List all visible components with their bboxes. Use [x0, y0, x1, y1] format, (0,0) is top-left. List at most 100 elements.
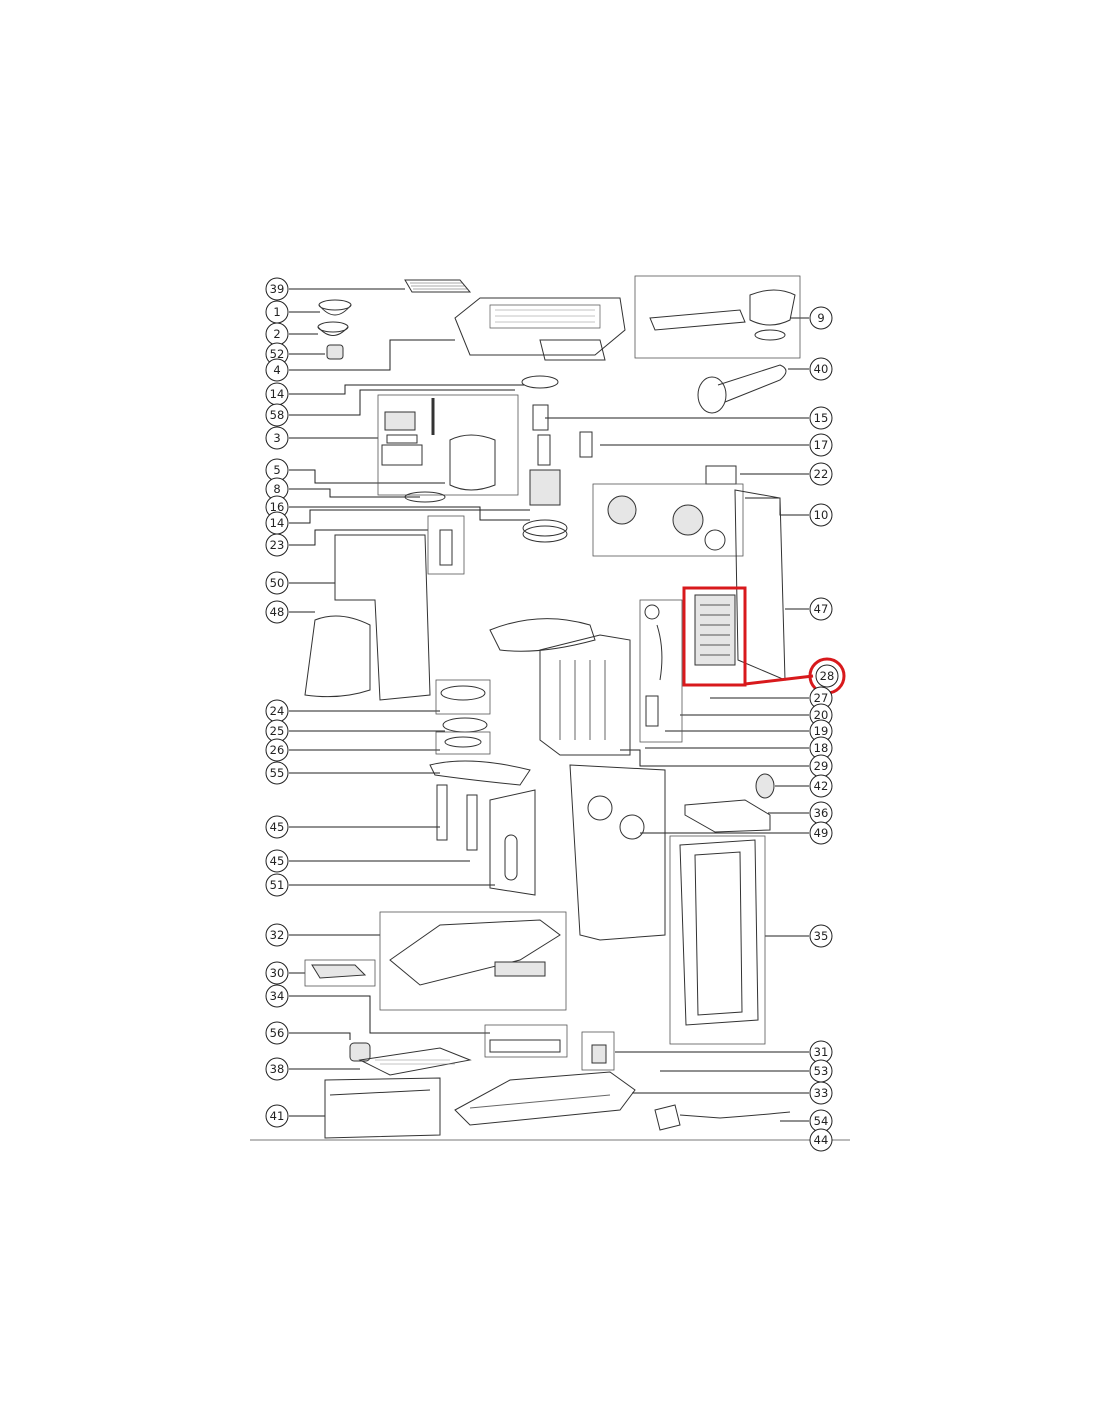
- part-4-top-cover: [454, 297, 626, 361]
- svg-text:3: 3: [273, 431, 280, 445]
- callout-25: 25: [265, 719, 289, 743]
- part-1-filter-basket: [318, 299, 352, 316]
- callout-49: 49: [809, 821, 833, 845]
- callout-16: 16: [265, 495, 289, 519]
- svg-text:23: 23: [270, 538, 285, 552]
- svg-text:28: 28: [820, 669, 835, 683]
- group-box-32: [379, 911, 567, 1011]
- callouts-right: 9 40 15 17 22 10 47 28 27 20 19 18 29 42…: [809, 306, 839, 1152]
- part-15-16-pump: [529, 404, 561, 506]
- callout-26: 26: [265, 738, 289, 762]
- svg-text:45: 45: [270, 854, 285, 868]
- svg-text:22: 22: [814, 467, 829, 481]
- callout-14: 14: [265, 382, 289, 406]
- part-14-ring: [521, 375, 568, 543]
- svg-text:19: 19: [814, 724, 829, 738]
- part-35-water-tank: [679, 839, 759, 1026]
- svg-text:5: 5: [273, 463, 280, 477]
- svg-text:9: 9: [817, 311, 824, 325]
- svg-text:58: 58: [270, 408, 285, 422]
- svg-text:24: 24: [270, 704, 285, 718]
- part-56-knob: [349, 1042, 371, 1062]
- part-3-valve-assembly: [381, 411, 423, 466]
- svg-text:32: 32: [270, 928, 285, 942]
- part-23-thermostat: [439, 529, 453, 566]
- svg-text:54: 54: [814, 1114, 829, 1128]
- callout-18: 18: [809, 736, 833, 760]
- svg-text:16: 16: [270, 500, 285, 514]
- part-17-switch: [579, 431, 593, 458]
- part-39-drip-grid: [404, 279, 472, 293]
- group-box-23: [427, 515, 465, 575]
- part-10-rotary-valve: [607, 495, 726, 551]
- callout-4: 4: [265, 358, 289, 382]
- part-40-tamper: [697, 364, 787, 414]
- callouts-left: 39 1 2 52 4 14 58 3 5 8 16 14 23 50 48 2…: [265, 277, 289, 1128]
- callout-47: 47: [809, 597, 833, 621]
- svg-text:48: 48: [270, 605, 285, 619]
- group-box-35: [669, 835, 766, 1045]
- callout-54: 54: [809, 1109, 833, 1133]
- part-32-base: [389, 919, 561, 986]
- svg-text:53: 53: [814, 1064, 829, 1078]
- svg-text:56: 56: [270, 1026, 285, 1040]
- callout-15: 15: [809, 406, 833, 430]
- svg-text:33: 33: [814, 1086, 829, 1100]
- callout-45: 45: [265, 815, 289, 839]
- part-52-adapter: [326, 344, 344, 360]
- callout-9: 9: [809, 306, 833, 330]
- part-41-drip-tray: [324, 1077, 441, 1139]
- callout-19: 19: [809, 719, 833, 743]
- svg-text:34: 34: [270, 989, 285, 1003]
- svg-text:36: 36: [814, 806, 829, 820]
- svg-text:4: 4: [273, 363, 280, 377]
- callout-50: 50: [265, 571, 289, 595]
- callout-45b: 45: [265, 849, 289, 873]
- svg-text:52: 52: [270, 347, 285, 361]
- svg-text:44: 44: [814, 1133, 829, 1147]
- svg-text:39: 39: [270, 282, 285, 296]
- callout-36: 36: [809, 801, 833, 825]
- callout-52: 52: [265, 342, 289, 366]
- part-45-tubes: [436, 784, 478, 851]
- callout-3: 3: [265, 426, 289, 450]
- callout-2: 2: [265, 322, 289, 346]
- part-31-valve: [591, 1044, 607, 1064]
- part-47-back-panel: [734, 489, 786, 681]
- svg-text:8: 8: [273, 482, 280, 496]
- callout-55: 55: [265, 761, 289, 785]
- callout-40: 40: [809, 357, 833, 381]
- svg-text:55: 55: [270, 766, 285, 780]
- svg-text:14: 14: [270, 516, 285, 530]
- part-54-power-cord: [654, 1104, 791, 1131]
- part-5-boiler: [431, 398, 496, 491]
- svg-text:20: 20: [814, 708, 829, 722]
- group-box-30: [304, 959, 376, 987]
- svg-text:45: 45: [270, 820, 285, 834]
- callout-23: 23: [265, 533, 289, 557]
- group-box-26: [435, 731, 491, 755]
- callout-24: 24: [265, 699, 289, 723]
- svg-text:2: 2: [273, 327, 280, 341]
- svg-text:31: 31: [814, 1045, 829, 1059]
- svg-text:26: 26: [270, 743, 285, 757]
- callout-14b: 14: [265, 511, 289, 535]
- part-24-26-seals: [440, 685, 488, 748]
- group-box-9: [634, 275, 801, 359]
- svg-text:38: 38: [270, 1062, 285, 1076]
- group-box-31: [581, 1031, 615, 1071]
- callout-51: 51: [265, 873, 289, 897]
- callout-48: 48: [265, 600, 289, 624]
- part-55-group-head: [429, 760, 531, 786]
- part-30: [311, 964, 367, 979]
- svg-text:1: 1: [273, 305, 280, 319]
- callout-56: 56: [265, 1021, 289, 1045]
- part-50-side-panel: [334, 534, 431, 701]
- callout-58: 58: [265, 403, 289, 427]
- svg-text:41: 41: [270, 1109, 285, 1123]
- callout-42: 42: [809, 774, 833, 798]
- svg-text:29: 29: [814, 759, 829, 773]
- callout-35: 35: [809, 924, 833, 948]
- svg-text:42: 42: [814, 779, 829, 793]
